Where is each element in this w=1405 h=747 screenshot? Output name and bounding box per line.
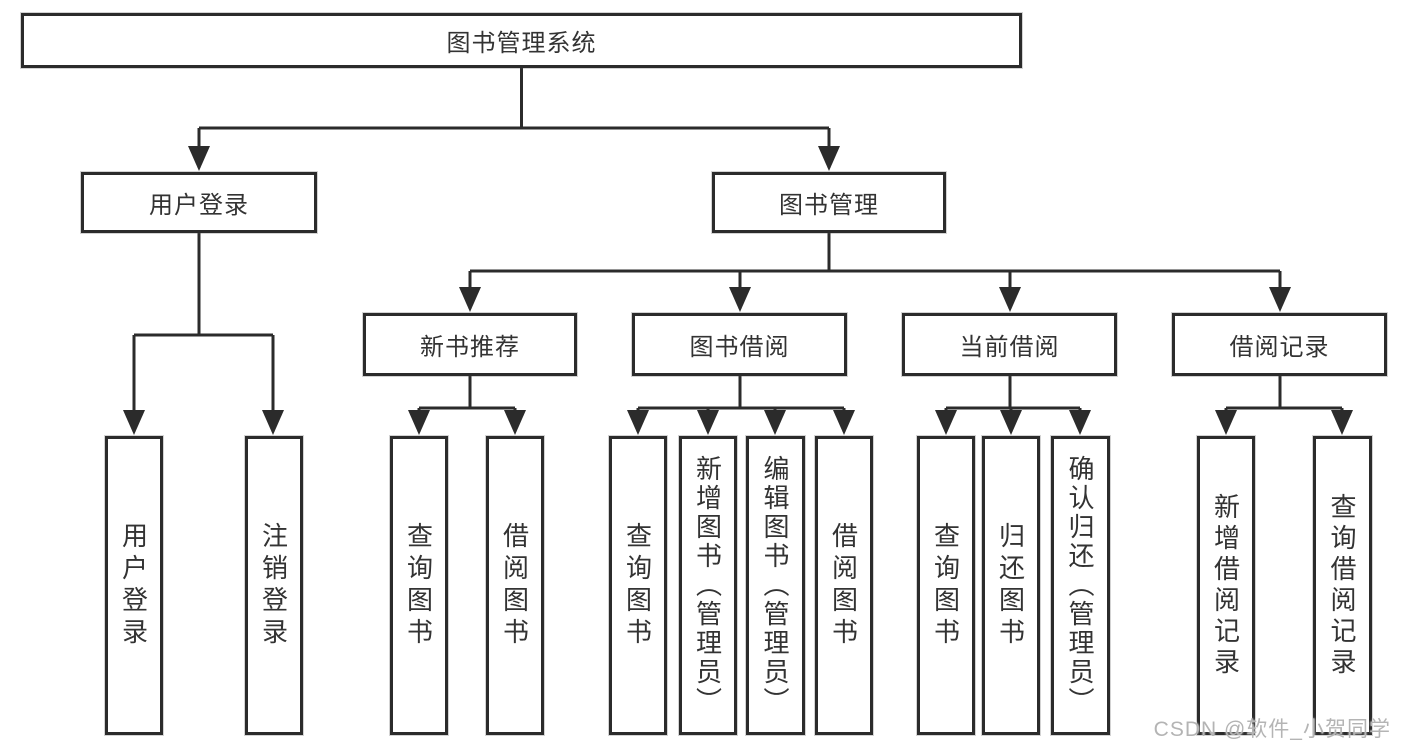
leaf-user-login: 用户登录 <box>105 436 163 735</box>
leaf-return-books: 归还图书 <box>982 436 1040 735</box>
leaf-query-borrow-record: 查询借阅记录 <box>1313 436 1372 735</box>
connector-user-login <box>123 233 284 435</box>
arrow-down-icon <box>1269 287 1291 312</box>
watermark: CSDN @软件_小贺同学 <box>1153 718 1391 741</box>
node-label: 用户登录 <box>149 192 249 219</box>
leaf-confirm-return-admin: 确认归还（管理员） <box>1051 436 1110 735</box>
node-book-management: 图书管理 <box>712 172 946 233</box>
leaf-query-books-borrow: 查询图书 <box>609 436 667 735</box>
arrow-down-icon <box>729 287 751 312</box>
leaf-borrow-books: 借阅图书 <box>815 436 873 735</box>
node-label: 新书推荐 <box>420 334 520 361</box>
node-label: 图书管理 <box>779 192 879 219</box>
arrow-down-icon <box>262 410 284 435</box>
leaf-label: 查询图书 <box>622 521 653 650</box>
node-library-system: 图书管理系统 <box>21 13 1022 68</box>
arrow-down-icon <box>188 146 210 171</box>
leaf-label: 注销登录 <box>258 521 289 650</box>
arrow-down-icon <box>627 410 649 435</box>
arrow-down-icon <box>504 410 526 435</box>
connector-current-borrow <box>935 376 1091 435</box>
arrow-down-icon <box>1331 410 1353 435</box>
node-label: 当前借阅 <box>959 334 1060 361</box>
leaf-query-books-current: 查询图书 <box>917 436 975 735</box>
leaf-label: 借阅图书 <box>499 521 530 650</box>
node-book-borrow: 图书借阅 <box>632 313 847 376</box>
connector-book-borrow <box>627 376 855 435</box>
node-new-book-recommend: 新书推荐 <box>363 313 577 376</box>
leaf-label: 用户登录 <box>118 521 149 650</box>
leaf-logout: 注销登录 <box>245 436 303 735</box>
arrow-down-icon <box>935 410 957 435</box>
leaf-borrow-books-recommend: 借阅图书 <box>486 436 544 735</box>
leaf-label: 新增图书（管理员） <box>692 455 723 716</box>
arrow-down-icon <box>459 287 481 312</box>
connector-new-book-recommend <box>408 376 526 435</box>
node-label: 图书借阅 <box>689 334 790 361</box>
node-current-borrow: 当前借阅 <box>902 313 1117 376</box>
leaf-label: 新增借阅记录 <box>1210 492 1241 679</box>
arrow-down-icon <box>764 410 786 435</box>
arrow-down-icon <box>999 287 1021 312</box>
connector-book-management <box>459 233 1291 312</box>
arrow-down-icon <box>1000 410 1022 435</box>
node-label: 借阅记录 <box>1229 334 1330 361</box>
leaf-label: 查询图书 <box>403 521 434 650</box>
leaf-add-borrow-record: 新增借阅记录 <box>1197 436 1255 735</box>
leaf-label: 查询图书 <box>930 521 961 650</box>
leaf-label: 确认归还（管理员） <box>1065 455 1095 716</box>
arrow-down-icon <box>697 410 719 435</box>
arrow-down-icon <box>408 410 430 435</box>
node-borrow-records: 借阅记录 <box>1172 313 1387 376</box>
arrow-down-icon <box>833 410 855 435</box>
arrow-down-icon <box>818 146 840 171</box>
arrow-down-icon <box>1069 410 1091 435</box>
leaf-query-books-recommend: 查询图书 <box>390 436 448 735</box>
leaf-edit-book-admin: 编辑图书（管理员） <box>746 436 805 735</box>
leaf-add-book-admin: 新增图书（管理员） <box>679 436 737 735</box>
connector-borrow-records <box>1215 376 1353 435</box>
node-label: 图书管理系统 <box>446 30 597 57</box>
leaf-label: 编辑图书（管理员） <box>760 455 790 716</box>
connector-root <box>188 68 840 171</box>
leaf-label: 借阅图书 <box>828 521 859 650</box>
leaf-label: 归还图书 <box>995 521 1026 650</box>
leaf-label: 查询借阅记录 <box>1327 492 1357 679</box>
arrow-down-icon <box>1215 410 1237 435</box>
node-user-login: 用户登录 <box>81 172 317 233</box>
arrow-down-icon <box>123 410 145 435</box>
